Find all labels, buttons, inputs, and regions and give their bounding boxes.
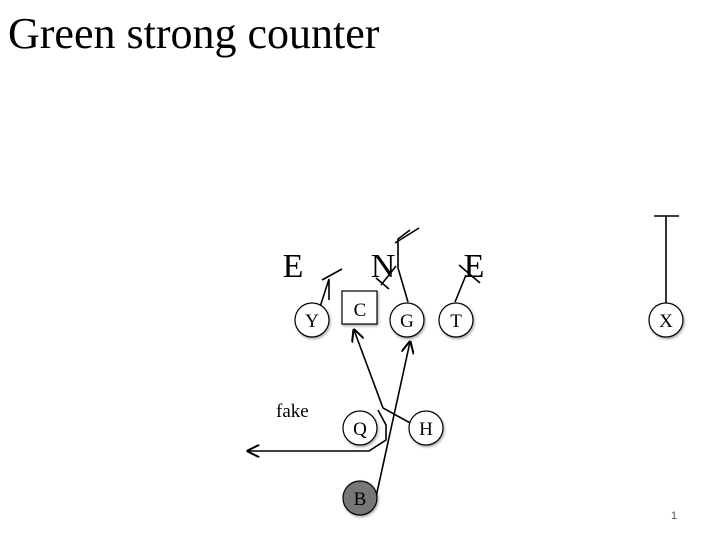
player-g-label: G [400, 311, 414, 332]
player-y-label: Y [305, 311, 319, 332]
y-block-end [321, 268, 343, 281]
player-x-label: X [659, 311, 673, 332]
player-b-label: B [354, 489, 367, 510]
t-block-end [458, 264, 481, 284]
g-block-end [394, 227, 420, 244]
fake-annotation: fake [276, 401, 309, 422]
g-block-route [397, 229, 411, 303]
player-q-circle [342, 410, 378, 446]
defender-de-right: E [464, 248, 485, 285]
page-number: 1 [671, 510, 678, 522]
player-y-circle [294, 302, 330, 338]
t-block-route [454, 274, 467, 303]
player-c-label: C [354, 300, 367, 321]
player-x-circle [648, 302, 684, 338]
q-fake-route [248, 409, 387, 451]
player-g-circle [389, 302, 425, 338]
player-b-circle [342, 480, 378, 516]
player-c-square [341, 290, 378, 325]
c-block-end [375, 277, 390, 290]
player-h-circle [408, 410, 444, 446]
h-route [354, 330, 413, 425]
defender-nose: N [371, 248, 396, 285]
b-route [375, 342, 410, 498]
player-q-label: Q [353, 419, 367, 440]
player-h-label: H [419, 419, 433, 440]
player-t-label: T [450, 311, 462, 332]
defender-de-left: E [283, 248, 304, 285]
player-t-circle [438, 302, 474, 338]
slide-title: Green strong counter [8, 9, 380, 58]
y-block-route [319, 278, 330, 308]
c-block-route [380, 265, 397, 286]
